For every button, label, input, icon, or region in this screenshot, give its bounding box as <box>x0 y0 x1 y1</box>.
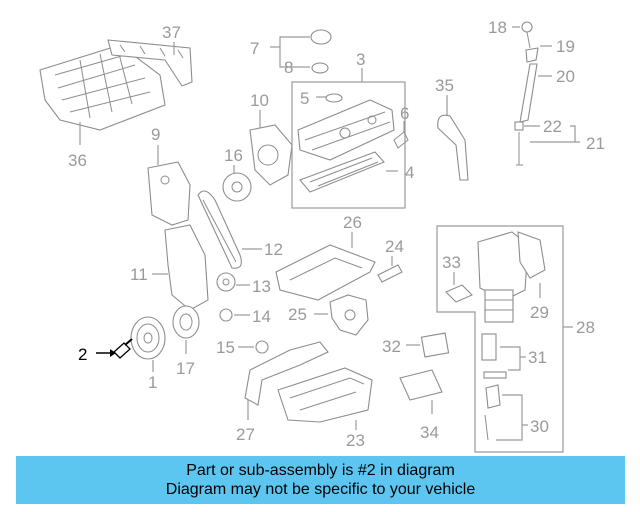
callout-9[interactable]: 9 <box>151 125 160 144</box>
mount-bracket-illustration <box>399 369 443 401</box>
oil-cooler-seal-illustration <box>445 284 473 303</box>
callout-23[interactable]: 23 <box>346 431 365 450</box>
seal-illustration <box>255 340 269 354</box>
callout-30[interactable]: 30 <box>530 417 549 436</box>
callout-14[interactable]: 14 <box>252 307 271 326</box>
callout-24[interactable]: 24 <box>385 237 404 256</box>
callout-28[interactable]: 28 <box>576 318 595 337</box>
oil-pan-illustration <box>277 367 373 423</box>
callout-32[interactable]: 32 <box>382 337 401 356</box>
oil-pressure-switch-illustration <box>485 384 501 409</box>
callout-22[interactable]: 22 <box>543 117 562 136</box>
bracket-illustration <box>377 264 403 283</box>
callout-35[interactable]: 35 <box>435 76 454 95</box>
oil-cap-seal-illustration <box>311 62 329 74</box>
callout-13[interactable]: 13 <box>252 277 271 296</box>
plug-illustration <box>219 308 233 322</box>
callout-29[interactable]: 29 <box>530 303 549 322</box>
callout-26[interactable]: 26 <box>343 213 362 232</box>
callout-10[interactable]: 10 <box>250 91 269 110</box>
callout-1[interactable]: 1 <box>148 373 157 392</box>
o-ring-illustration <box>483 371 507 379</box>
valve-cover-seal-illustration <box>325 93 343 103</box>
callout-18[interactable]: 18 <box>488 18 507 37</box>
callout-37[interactable]: 37 <box>162 23 181 42</box>
callout-12[interactable]: 12 <box>264 240 283 259</box>
valve-cover-group-box <box>291 81 406 209</box>
callout-6[interactable]: 6 <box>400 104 409 123</box>
callout-2[interactable]: 2 <box>78 345 87 364</box>
callout-25[interactable]: 25 <box>288 305 307 324</box>
callout-34[interactable]: 34 <box>420 423 439 442</box>
oil-filter-housing-illustration <box>477 231 546 323</box>
callout-36[interactable]: 36 <box>68 151 87 170</box>
water-pump-illustration <box>249 124 293 186</box>
idler-pulley-illustration <box>216 272 236 292</box>
filter-element-illustration <box>481 333 497 361</box>
crank-sprocket-illustration <box>172 305 200 339</box>
callout-15[interactable]: 15 <box>216 338 235 357</box>
callout-3[interactable]: 3 <box>356 50 365 69</box>
dipstick-illustration <box>514 21 539 166</box>
banner-line-2: Diagram may not be specific to your vehi… <box>165 481 476 498</box>
callout-33[interactable]: 33 <box>442 253 461 272</box>
sensor-illustration <box>420 332 450 358</box>
callout-20[interactable]: 20 <box>556 67 575 86</box>
callout-8[interactable]: 8 <box>284 58 293 77</box>
breather-hose-illustration <box>437 114 469 181</box>
callout-4[interactable]: 4 <box>405 163 414 182</box>
callout-7[interactable]: 7 <box>250 39 259 58</box>
callout-11[interactable]: 11 <box>130 265 148 284</box>
grommet-illustration <box>393 131 409 149</box>
timing-cover-illustration <box>147 161 191 226</box>
callout-17[interactable]: 17 <box>176 359 195 378</box>
info-banner: Part or sub-assembly is #2 in diagram Di… <box>16 456 625 504</box>
oil-cap-illustration <box>310 29 332 45</box>
callout-19[interactable]: 19 <box>556 37 575 56</box>
banner-line-1: Part or sub-assembly is #2 in diagram <box>186 462 455 479</box>
callout-31[interactable]: 31 <box>528 348 547 367</box>
callout-16[interactable]: 16 <box>224 146 243 165</box>
oil-filter-group-box <box>436 225 564 453</box>
valve-cover-illustration <box>297 99 395 161</box>
crankshaft-bolt-illustration <box>113 338 133 359</box>
callout-27[interactable]: 27 <box>236 425 255 444</box>
intake-manifold-illustration <box>39 39 193 131</box>
lower-timing-cover-illustration <box>164 224 209 311</box>
oil-pump-illustration <box>329 294 369 336</box>
oil-pan-baffle-illustration <box>244 341 329 406</box>
tensioner-pulley-illustration <box>222 172 252 202</box>
engine-cover-shield-illustration <box>275 244 376 301</box>
callout-5[interactable]: 5 <box>300 89 309 108</box>
callout-21[interactable]: 21 <box>586 134 605 153</box>
crankshaft-pulley-illustration <box>130 316 166 360</box>
parts-diagram: 37 36 9 10 16 12 11 13 14 15 1 <box>39 18 605 453</box>
